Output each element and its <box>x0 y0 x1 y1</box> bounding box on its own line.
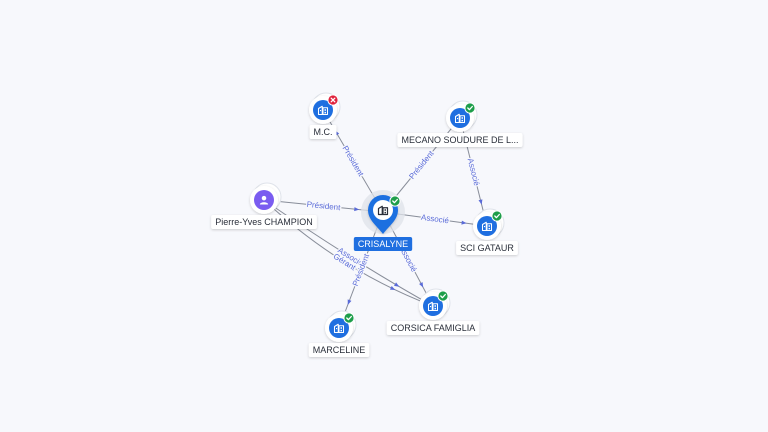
node-crisalyne-building-icon <box>377 205 389 216</box>
node-crisalyne-active-check-icon <box>389 195 401 207</box>
node-mecano[interactable]: MECANO SOUDURE DE L... <box>397 100 523 147</box>
edge-crisalyne-mecano-pr-sident-label: Président <box>407 148 436 180</box>
node-corsica[interactable]: CORSICA FAMIGLIA <box>386 288 480 335</box>
node-crisalyne-label: CRISALYNE <box>358 239 408 249</box>
node-mecano-label: MECANO SOUDURE DE L... <box>401 135 518 145</box>
node-corsica-label: CORSICA FAMIGLIA <box>391 323 476 333</box>
node-crisalyne-label-box <box>353 237 413 251</box>
edge-champion-crisalyne-pr-sident-arrow <box>354 207 360 212</box>
node-mc-label-box <box>309 125 337 139</box>
edge-crisalyne-scigataur-associ-arrow <box>461 220 467 225</box>
nodes-layer: M.C. MECANO SOUDURE DE L... Pierre-Yves CH… <box>211 92 523 357</box>
node-marceline[interactable]: MARCELINE <box>308 310 370 357</box>
node-mc-label: M.C. <box>314 127 333 137</box>
edge-mecano-scigataur-associ-arrow <box>478 199 483 205</box>
node-mc-inactive-cross-icon <box>327 94 339 106</box>
node-mecano-label-box <box>397 133 523 147</box>
node-marceline-label-box <box>308 343 370 357</box>
edge-champion-corsica-associ[interactable] <box>263 199 434 307</box>
edge-champion-corsica-g-rant-arrow <box>389 285 396 290</box>
edge-crisalyne-scigataur-associ-label: Associé <box>421 213 451 226</box>
node-champion-label-box <box>211 215 317 229</box>
edge-crisalyne-corsica-associ-arrow <box>419 282 424 288</box>
edge-mecano-scigataur-associ-label: Associé <box>466 157 482 187</box>
node-champion-label: Pierre-Yves CHAMPION <box>215 217 313 227</box>
node-scigataur-active-check-icon <box>491 210 503 222</box>
edge-crisalyne-mc-pr-sident-label: Président <box>341 144 366 178</box>
node-mecano-active-check-icon <box>464 102 476 114</box>
node-crisalyne[interactable]: CRISALYNE <box>353 190 413 251</box>
node-corsica-label-box <box>386 321 480 335</box>
center-node-layer: CRISALYNE <box>353 190 413 251</box>
node-marceline-label: MARCELINE <box>313 345 366 355</box>
node-champion[interactable]: Pierre-Yves CHAMPION <box>211 182 317 229</box>
node-scigataur-label: SCI GATAUR <box>460 243 514 253</box>
node-mc[interactable]: M.C. <box>309 92 341 139</box>
edge-champion-crisalyne-pr-sident-label: Président <box>306 200 341 212</box>
node-scigataur-label-box <box>456 241 518 255</box>
node-marceline-active-check-icon <box>343 312 355 324</box>
node-corsica-active-check-icon <box>437 290 449 302</box>
edge-champion-corsica-associ-arrow <box>394 282 400 287</box>
node-scigataur[interactable]: SCI GATAUR <box>456 208 518 255</box>
edge-crisalyne-marceline-pr-sident-arrow <box>347 299 352 305</box>
